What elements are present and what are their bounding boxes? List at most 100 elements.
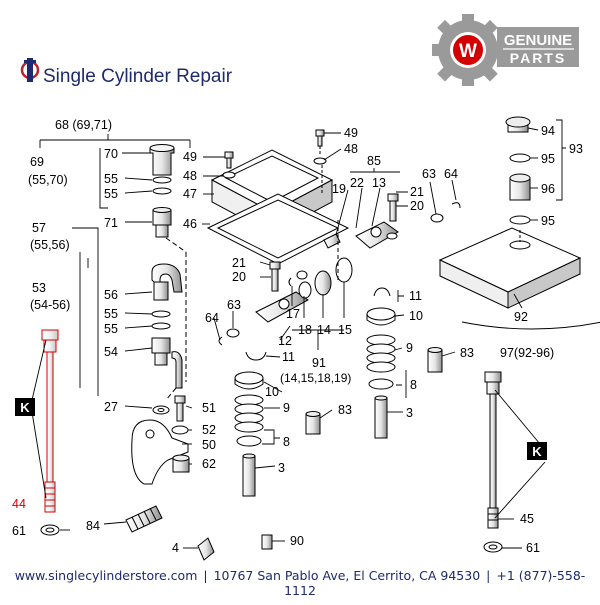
- part-number-labels: 68 (69,71) 69 (55,70) 70 55 55 71 57 (55…: [12, 118, 583, 555]
- label-11-a: 11: [282, 350, 295, 364]
- footer: www.singlecylinderstore.com|10767 San Pa…: [0, 568, 600, 598]
- part-10-retainer-b: [366, 307, 396, 326]
- part-55-oring-d: [151, 322, 171, 330]
- label-10-b: 10: [409, 309, 423, 323]
- footer-phone-link[interactable]: +1 (877)-558-1112: [284, 568, 586, 598]
- label-22: 22: [350, 176, 364, 190]
- part-57-pipe: [171, 351, 183, 389]
- label-94: 94: [541, 124, 555, 138]
- part-61-seal-right: [483, 541, 503, 553]
- part-21-bolt-b: [387, 193, 399, 222]
- leader-lines: [31, 119, 600, 549]
- label-84: 84: [86, 519, 100, 533]
- label-54: 54: [104, 345, 118, 359]
- part-83-seal-b: [427, 347, 443, 373]
- label-44: 44: [12, 497, 26, 511]
- badge-parts-text: PARTS: [510, 50, 566, 66]
- label-50: 50: [202, 438, 216, 452]
- label-93: 93: [569, 142, 583, 156]
- badge-genuine-text: GENUINE: [504, 32, 572, 49]
- k-badge-right: [527, 442, 547, 460]
- label-90: 90: [290, 534, 304, 548]
- k-badge-right-text: K: [532, 444, 542, 459]
- label-19: 19: [332, 182, 346, 196]
- part-18-washer: [298, 281, 312, 299]
- part-8-seat-a: [236, 435, 262, 447]
- label-91-sub: (14,15,18,19): [280, 371, 351, 385]
- label-48-a: 48: [183, 169, 197, 183]
- label-62: 62: [202, 457, 216, 471]
- label-63-a: 63: [227, 298, 241, 312]
- label-21-b: 21: [410, 185, 424, 199]
- part-55-oring-b: [152, 187, 172, 195]
- part-54-fitting: [151, 337, 171, 366]
- footer-website-link[interactable]: www.singlecylinderstore.com: [14, 568, 198, 583]
- label-8-a: 8: [283, 435, 290, 449]
- part-11-clip-a: [245, 351, 267, 361]
- part-49-bolt-b: [315, 129, 325, 147]
- label-18: 18: [298, 323, 312, 337]
- label-45: 45: [520, 512, 534, 526]
- label-46: 46: [183, 217, 197, 231]
- footer-address: 10767 San Pablo Ave, El Cerrito, CA 9453…: [213, 568, 481, 583]
- label-9-b: 9: [406, 341, 413, 355]
- part-84-sleeve: [125, 505, 163, 533]
- part-62-bushing: [172, 454, 190, 473]
- part-4-stud: [197, 537, 215, 561]
- part-71-fitting: [152, 207, 172, 238]
- part-90-dowel: [261, 534, 273, 550]
- label-55-a: 55: [104, 172, 118, 186]
- brand-title: Single Cylinder Repair: [43, 66, 233, 87]
- label-57-sub: (55,56): [30, 238, 70, 252]
- label-4: 4: [172, 541, 179, 555]
- label-69: 69: [30, 155, 44, 169]
- part-52-washer: [171, 425, 189, 435]
- label-14: 14: [317, 323, 331, 337]
- part-49-bolt-a: [224, 151, 234, 169]
- label-11-b: 11: [409, 289, 422, 303]
- label-61-left: 61: [12, 524, 26, 538]
- label-21-a: 21: [232, 256, 246, 270]
- label-27: 27: [104, 400, 118, 414]
- label-53-sub: (54-56): [30, 298, 70, 312]
- label-92: 92: [514, 310, 528, 324]
- part-63-washer-a: [226, 328, 240, 338]
- label-17: 17: [286, 307, 300, 321]
- label-15: 15: [338, 323, 352, 337]
- label-3-b: 3: [406, 406, 413, 420]
- k-badge-left-text: K: [20, 400, 30, 415]
- part-45-pushrod-tube: [484, 371, 502, 529]
- part-94-plug: [505, 116, 531, 133]
- label-64-a: 64: [205, 311, 219, 325]
- part-48-washer-a: [222, 171, 236, 179]
- label-47: 47: [183, 187, 197, 201]
- part-96-sleeve: [509, 173, 531, 201]
- part-3-guide-b: [374, 395, 388, 439]
- part-70-sleeve: [149, 144, 175, 176]
- label-52: 52: [202, 423, 216, 437]
- part-19-shaft: [323, 233, 341, 249]
- label-69-sub: (55,70): [28, 173, 68, 187]
- label-83-b: 83: [460, 346, 474, 360]
- label-95-b: 95: [541, 214, 555, 228]
- label-55-d: 55: [104, 322, 118, 336]
- part-63-washer-b: [430, 213, 444, 223]
- gear-icon: W: [432, 14, 504, 86]
- label-70: 70: [104, 147, 118, 161]
- label-3-a: 3: [278, 461, 285, 475]
- part-55-oring-a: [152, 176, 172, 184]
- drawing-parts: [40, 116, 582, 561]
- label-96: 96: [541, 182, 555, 196]
- part-14-spacer: [314, 270, 332, 296]
- part-11-clip-b: [373, 287, 391, 297]
- part-44-pushrod-tube: [41, 329, 59, 513]
- label-95-a: 95: [541, 152, 555, 166]
- k-badge-left: [15, 398, 35, 416]
- label-49-a: 49: [183, 150, 197, 164]
- label-57: 57: [32, 221, 46, 235]
- label-63-b: 63: [422, 167, 436, 181]
- part-64-clip-b: [451, 202, 461, 209]
- part-21-bolt-a: [269, 261, 281, 292]
- label-8-b: 8: [410, 378, 417, 392]
